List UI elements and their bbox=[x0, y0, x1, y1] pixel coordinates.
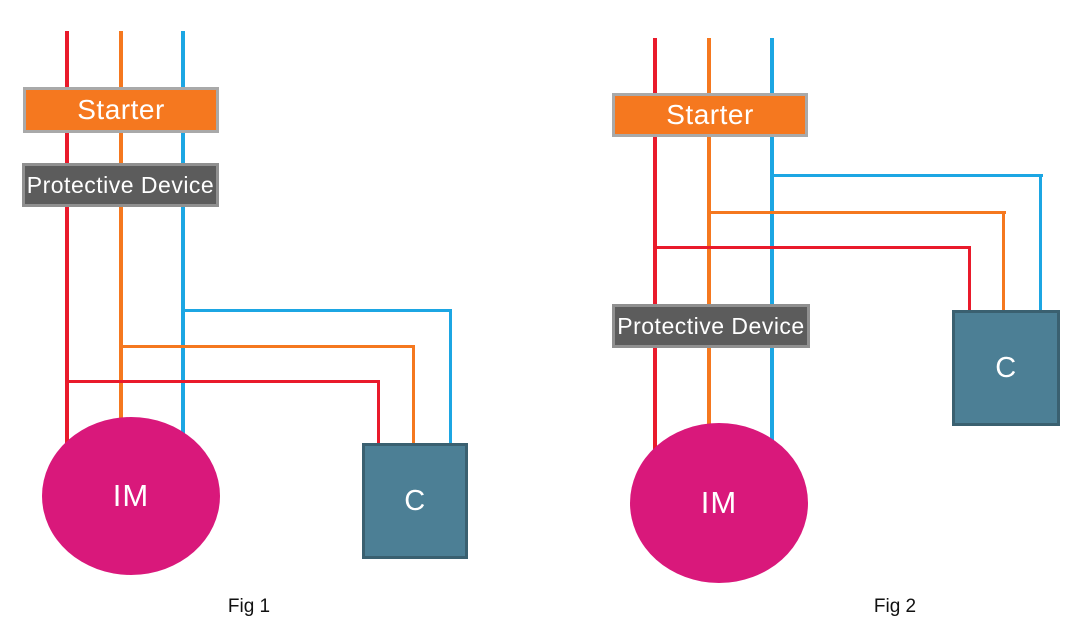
fig1-protective-device-box: Protective Device bbox=[22, 163, 219, 207]
fig2-phase-line-red bbox=[653, 38, 657, 463]
fig1-capacitor-label: C bbox=[404, 484, 426, 517]
fig1-capacitor-branch-red-horizontal bbox=[65, 380, 380, 383]
fig2-starter-label: Starter bbox=[666, 99, 754, 130]
fig1-capacitor-branch-blue-vertical bbox=[449, 309, 452, 446]
fig2-motor-circle: IM bbox=[630, 423, 808, 583]
fig2-capacitor-branch-blue-vertical bbox=[1039, 174, 1042, 313]
fig2-capacitor-branch-blue-horizontal bbox=[770, 174, 1043, 177]
fig2-protective-device-box: Protective Device bbox=[612, 304, 810, 348]
fig2-motor-label: IM bbox=[700, 485, 738, 520]
fig2-capacitor-branch-orange-horizontal bbox=[707, 211, 1006, 214]
fig2-phase-line-blue bbox=[770, 38, 774, 450]
fig2-capacitor-branch-red-horizontal bbox=[653, 246, 971, 249]
fig1-protective-device-label: Protective Device bbox=[26, 171, 215, 198]
fig1-starter-label: Starter bbox=[77, 94, 165, 125]
fig1-capacitor-box: C bbox=[362, 443, 468, 559]
fig2-caption: Fig 2 bbox=[873, 596, 917, 617]
fig1-phase-line-orange bbox=[119, 31, 123, 496]
fig1-starter-box: Starter bbox=[23, 87, 219, 133]
fig1-motor-circle: IM bbox=[42, 417, 220, 575]
fig1-phase-line-red bbox=[65, 31, 69, 456]
fig1-capacitor-branch-red-vertical bbox=[377, 380, 380, 446]
fig2-protective-device-label: Protective Device bbox=[617, 312, 805, 339]
fig1-capacitor-branch-blue-horizontal bbox=[181, 309, 452, 312]
fig1-motor-label: IM bbox=[112, 478, 150, 513]
fig1-capacitor-branch-orange-horizontal bbox=[119, 345, 415, 348]
fig1-caption: Fig 1 bbox=[227, 596, 271, 617]
fig1-phase-line-blue bbox=[181, 31, 185, 465]
fig2-capacitor-branch-red-vertical bbox=[968, 246, 971, 313]
fig2-capacitor-branch-orange-vertical bbox=[1002, 211, 1005, 313]
fig1-capacitor-branch-orange-vertical bbox=[412, 345, 415, 446]
fig2-phase-line-orange bbox=[707, 38, 711, 503]
fig2-starter-box: Starter bbox=[612, 93, 808, 137]
fig2-capacitor-label: C bbox=[995, 351, 1017, 384]
fig2-capacitor-box: C bbox=[952, 310, 1060, 426]
